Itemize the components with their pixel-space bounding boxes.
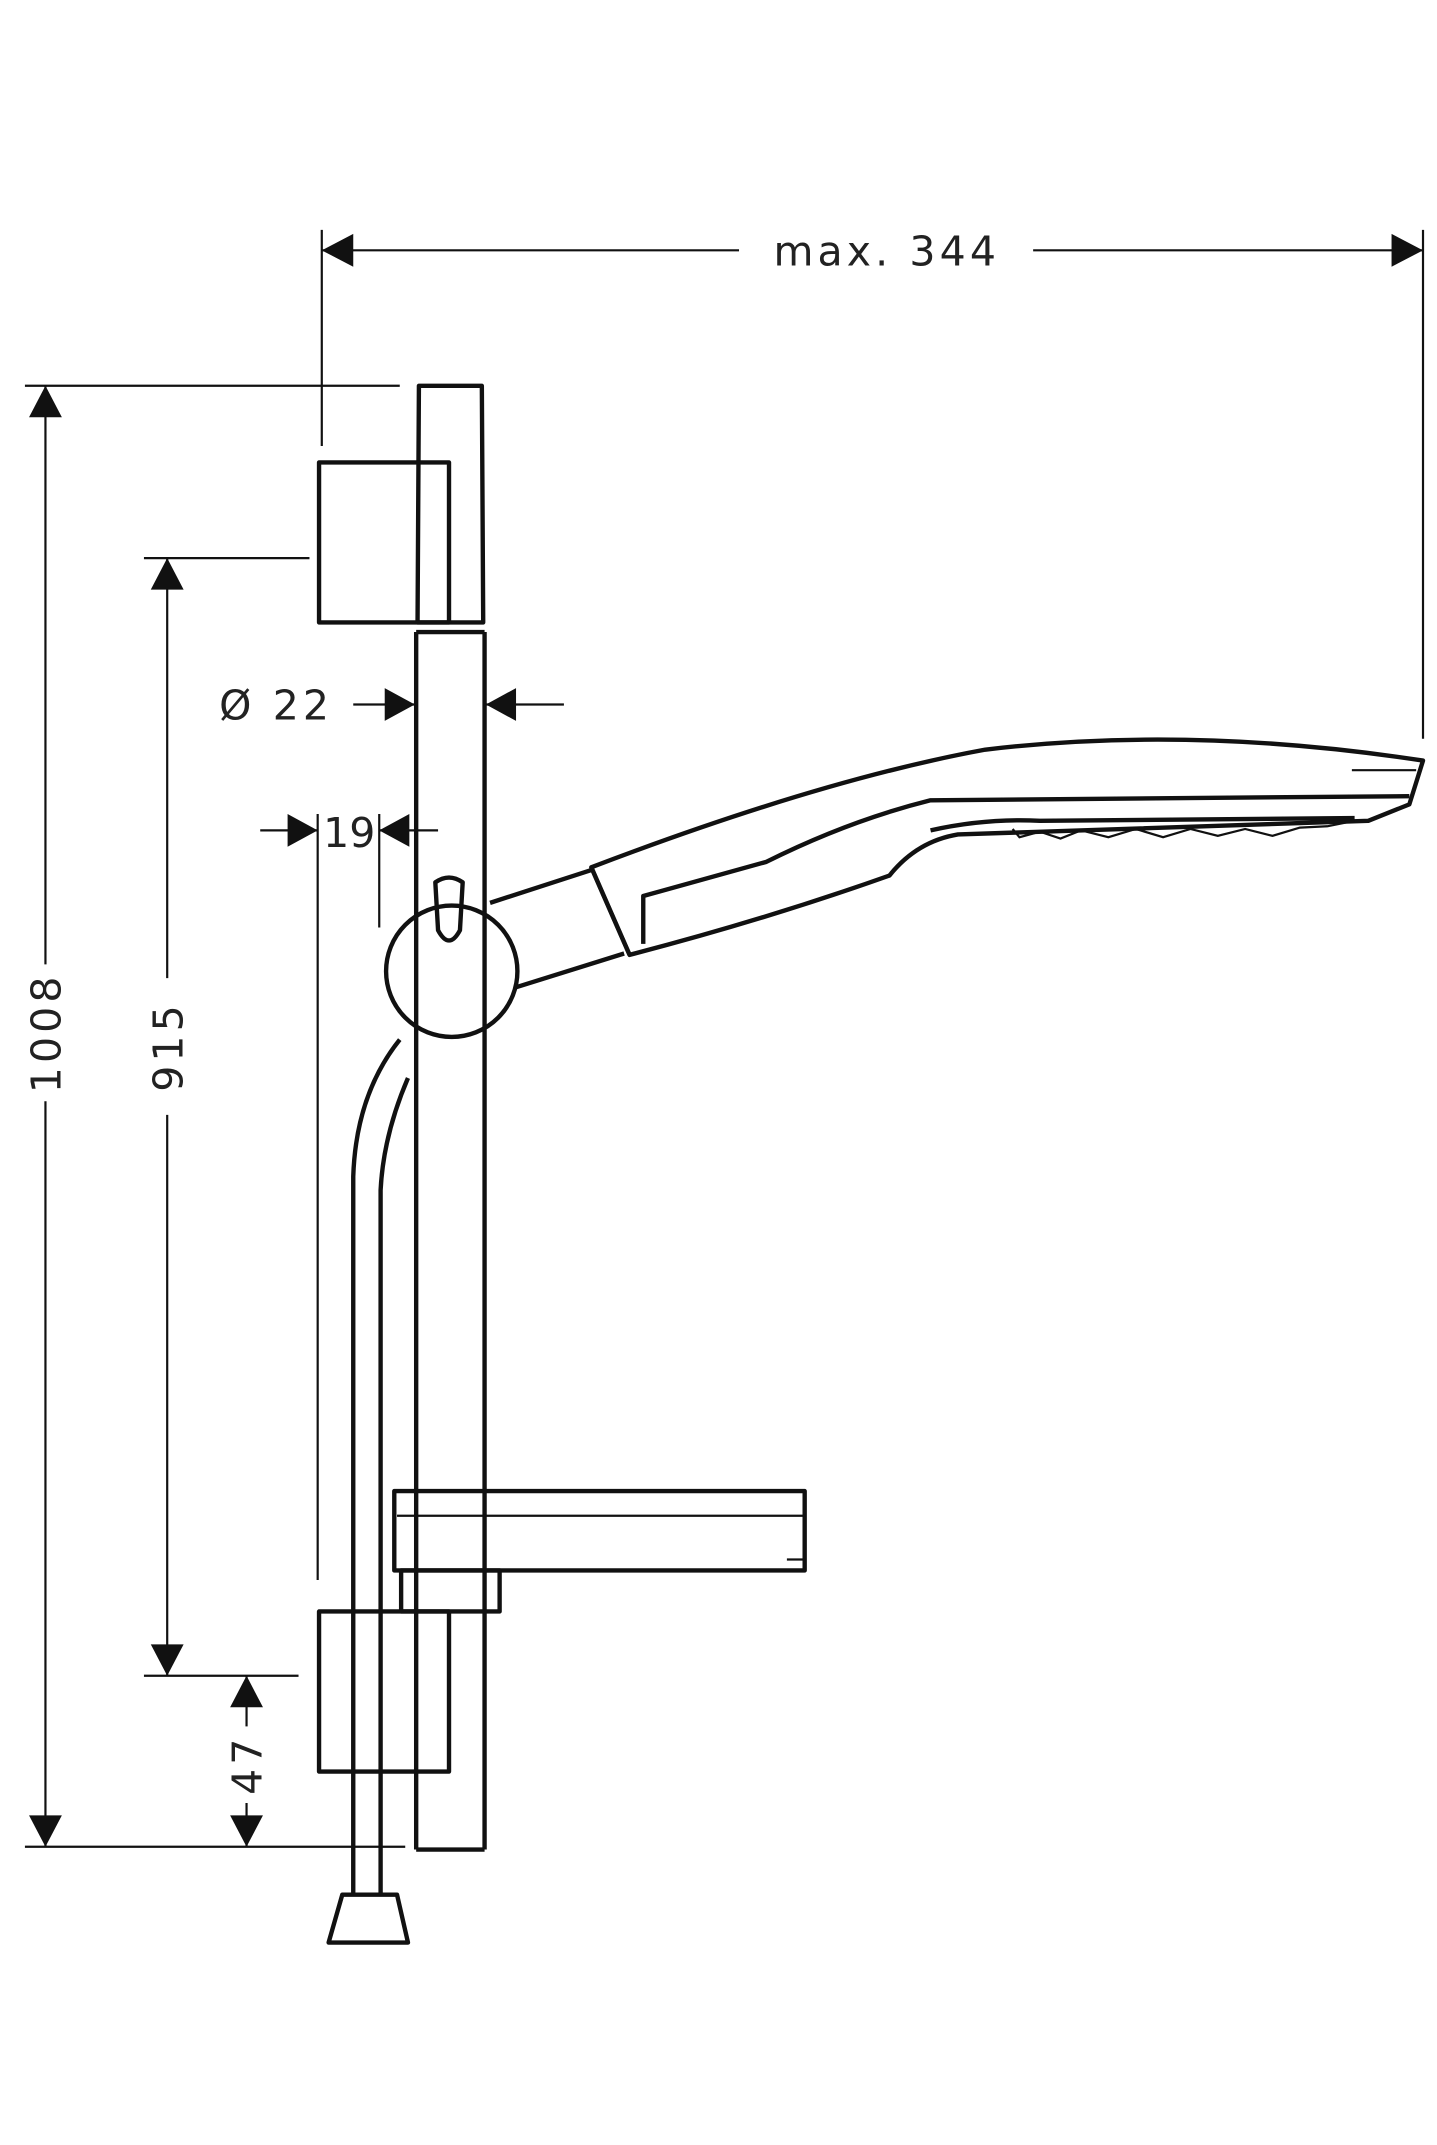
top-wall-bracket bbox=[316, 460, 452, 625]
total-height-label: 1008 bbox=[22, 972, 70, 1093]
bottom-wall-bracket bbox=[316, 1609, 452, 1774]
dimension-diameter: Ø 22 bbox=[219, 682, 564, 730]
dimension-total-height: 1008 bbox=[22, 384, 406, 1848]
shower-rail bbox=[413, 383, 487, 1852]
soap-dish bbox=[392, 1488, 807, 1614]
hand-shower bbox=[589, 737, 1426, 958]
hose-connector bbox=[326, 1892, 411, 1945]
width-label: max. 344 bbox=[773, 227, 1000, 275]
wall-distance-label: 19 bbox=[323, 809, 375, 857]
bracket-spacing-label: 915 bbox=[144, 1001, 192, 1092]
diameter-label: Ø 22 bbox=[219, 682, 333, 730]
dimension-bracket-spacing: 915 bbox=[143, 557, 310, 1677]
dimension-width: max. 344 bbox=[320, 227, 1425, 739]
shower-hose bbox=[326, 1038, 411, 1945]
bottom-offset-label: 47 bbox=[224, 1734, 272, 1794]
dimension-bottom-offset: 47 bbox=[224, 1675, 272, 1847]
shower-holder bbox=[383, 867, 625, 1040]
dimension-wall-distance: 19 bbox=[260, 809, 439, 1581]
